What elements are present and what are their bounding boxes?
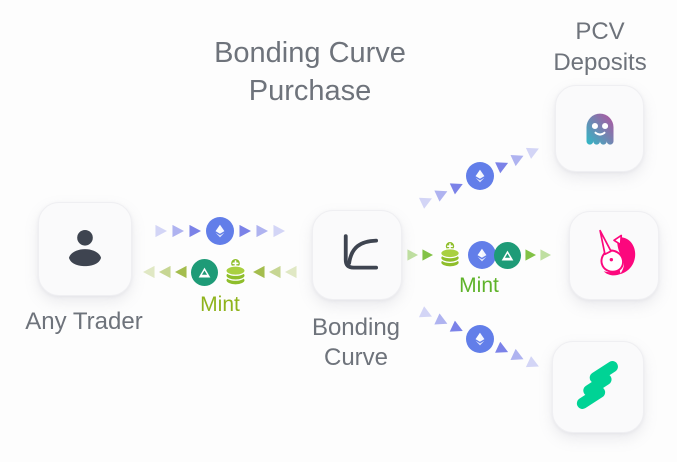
diagram-title: Bonding Curve Purchase bbox=[214, 37, 406, 107]
arrow-up-right-icon bbox=[434, 185, 450, 202]
arrow-up-right-icon bbox=[510, 150, 526, 167]
arrow-right-icon bbox=[189, 224, 201, 238]
arrow-down-right-icon bbox=[434, 313, 450, 330]
arrow-down-right-icon bbox=[418, 306, 434, 323]
flow-curve-to-compound bbox=[404, 291, 556, 386]
bonding-curve-card bbox=[312, 210, 402, 300]
arrow-right-icon bbox=[273, 224, 285, 238]
flow-curve-to-aave bbox=[404, 128, 556, 223]
compound-bars-icon bbox=[570, 357, 626, 418]
ethereum-token-icon bbox=[206, 217, 234, 245]
arrow-up-right-icon bbox=[494, 157, 510, 174]
fei-token-icon bbox=[191, 258, 218, 286]
arrow-down-right-icon bbox=[449, 320, 465, 337]
fei-token-icon bbox=[494, 241, 521, 269]
arrow-down-right-icon bbox=[525, 356, 541, 373]
any-trader-card bbox=[38, 202, 132, 296]
arrow-right-icon bbox=[172, 224, 184, 238]
arrow-right-icon bbox=[540, 249, 551, 261]
aave-card bbox=[555, 85, 644, 172]
ethereum-token-icon bbox=[466, 325, 494, 353]
arrow-right-icon bbox=[256, 224, 268, 238]
flow-curve-to-trader bbox=[140, 255, 300, 289]
arrow-right-icon bbox=[422, 249, 433, 261]
coin-stack-plus-icon bbox=[222, 257, 249, 288]
pcv-deposits-heading: PCV Deposits bbox=[553, 18, 647, 76]
compound-card bbox=[552, 341, 644, 433]
arrow-right-icon bbox=[239, 224, 251, 238]
arrow-left-icon bbox=[269, 265, 281, 279]
arrow-right-icon bbox=[155, 224, 167, 238]
bonding-curve-label: Bonding Curve bbox=[311, 314, 401, 371]
ethereum-token-icon bbox=[466, 162, 494, 190]
person-icon bbox=[59, 221, 111, 278]
arrow-right-icon bbox=[407, 249, 418, 261]
arrow-left-icon bbox=[175, 265, 187, 279]
flow-trader-to-curve bbox=[146, 214, 294, 248]
bonding-curve-chart-icon bbox=[330, 226, 384, 285]
arrow-right-icon bbox=[525, 249, 536, 261]
arrow-up-right-icon bbox=[449, 178, 465, 195]
arrow-left-icon bbox=[253, 265, 265, 279]
arrow-left-icon bbox=[159, 265, 171, 279]
uniswap-unicorn-icon bbox=[585, 224, 643, 287]
arrow-up-right-icon bbox=[525, 143, 541, 160]
mint-label-right: Mint bbox=[459, 274, 499, 297]
arrow-down-right-icon bbox=[494, 341, 510, 358]
arrow-down-right-icon bbox=[510, 348, 526, 365]
uniswap-card bbox=[569, 211, 659, 300]
mint-label-left: Mint bbox=[200, 293, 240, 316]
coin-stack-plus-icon bbox=[437, 240, 464, 271]
ethereum-token-icon bbox=[468, 241, 496, 269]
aave-ghost-icon bbox=[573, 98, 627, 159]
arrow-left-icon bbox=[285, 265, 297, 279]
flow-curve-to-uniswap bbox=[404, 238, 554, 272]
arrow-left-icon bbox=[143, 265, 155, 279]
arrow-up-right-icon bbox=[418, 193, 434, 210]
any-trader-label: Any Trader bbox=[25, 308, 143, 335]
